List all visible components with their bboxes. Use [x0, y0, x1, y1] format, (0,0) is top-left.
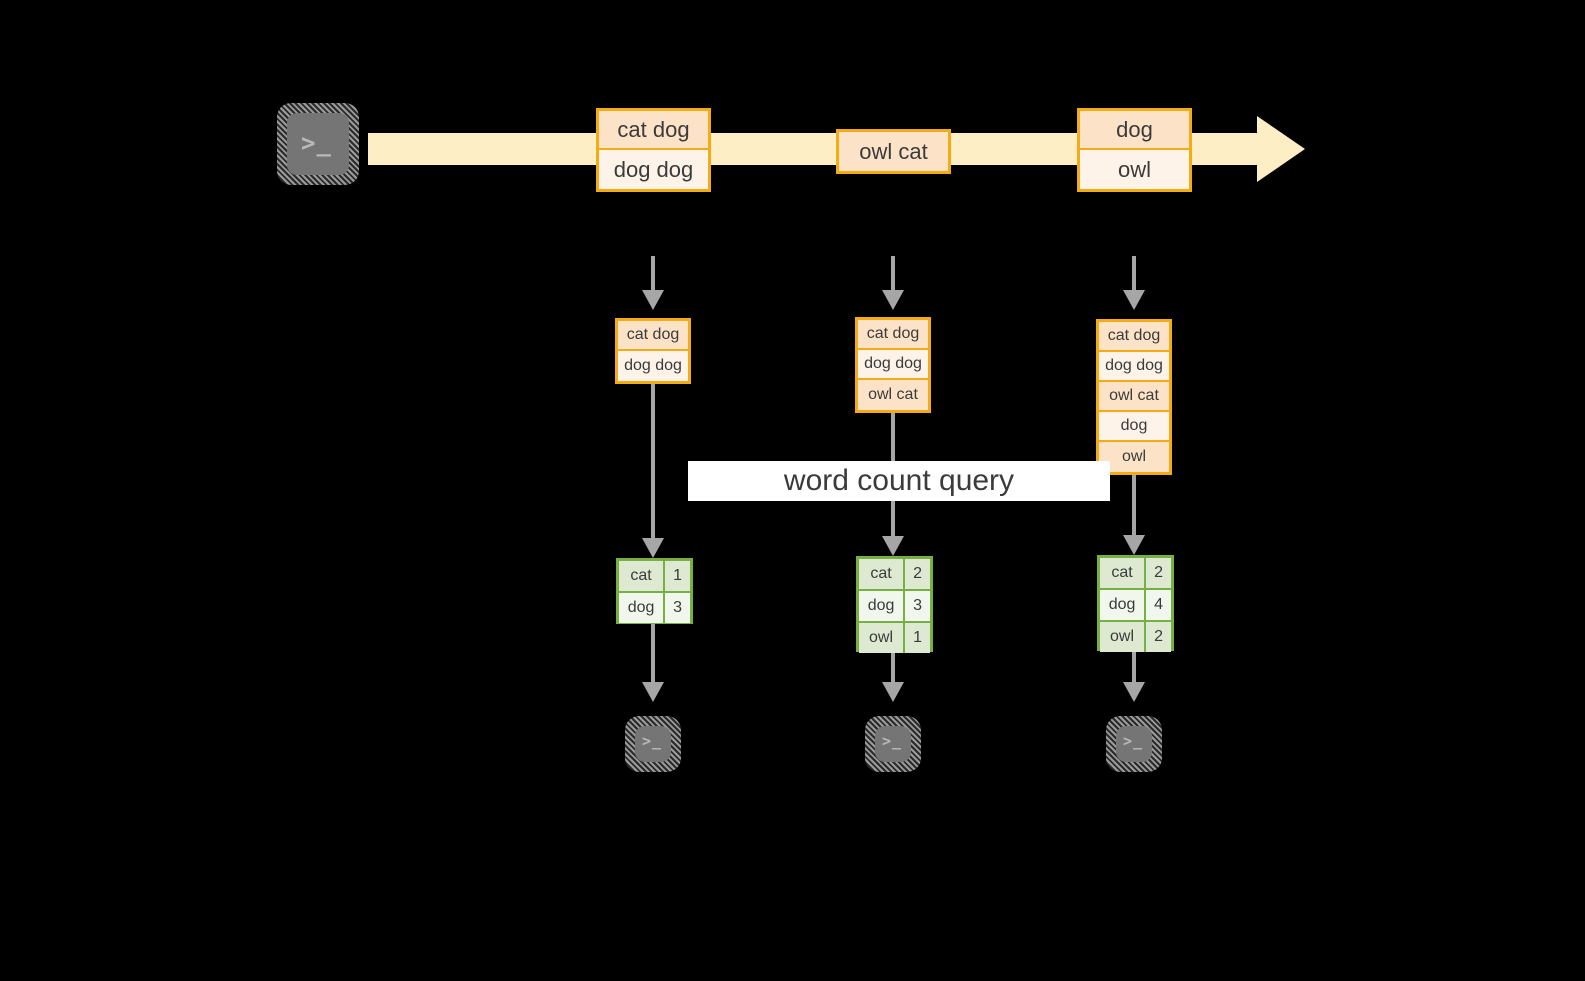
word-count-query-text: word count query [783, 464, 1015, 497]
result-row: cat 1 [619, 561, 690, 593]
snapshot-2-trigger-dash [891, 256, 895, 290]
terminal-prompt-glyph: >_ [301, 129, 332, 157]
snapshot-3-output-arrowhead [1123, 682, 1145, 702]
snapshot-3-query-arrowhead [1123, 535, 1145, 555]
accumulated-event: cat dog [1099, 322, 1169, 352]
result-word: owl [859, 623, 906, 653]
accumulated-event: dog dog [1099, 352, 1169, 382]
snapshot-3-trigger-dash [1132, 256, 1136, 290]
terminal-face [635, 726, 671, 762]
snapshot-3-sink-terminal-icon: >_ [1106, 716, 1162, 772]
snapshot-3-query-line [1132, 475, 1136, 540]
result-count: 2 [1146, 622, 1171, 652]
stream-event-line: owl cat [839, 132, 948, 171]
snapshot-1-trigger-arrowhead [642, 290, 664, 310]
snapshot-3-accumulated-events: cat dog dog dog owl cat dog owl [1096, 319, 1172, 475]
result-count: 1 [665, 561, 690, 591]
snapshot-2-sink-terminal-icon: >_ [865, 716, 921, 772]
snapshot-1-trigger-dash [651, 256, 655, 290]
terminal-face [1116, 726, 1152, 762]
snapshot-2-output-line [891, 652, 895, 684]
result-count: 3 [665, 593, 690, 623]
stream-event-line: cat dog [599, 111, 708, 150]
snapshot-2-query-arrowhead [882, 536, 904, 556]
stream-event-line: dog dog [599, 150, 708, 189]
stream-event-batch-1: cat dog dog dog [596, 108, 711, 192]
stream-event-line: owl [1080, 150, 1189, 189]
accumulated-event: dog dog [618, 351, 688, 381]
result-row: dog 4 [1100, 590, 1171, 622]
stream-arrow-head [1257, 116, 1305, 182]
snapshot-2-trigger-arrowhead [882, 290, 904, 310]
snapshot-1-sink-terminal-icon: >_ [625, 716, 681, 772]
result-row: dog 3 [859, 591, 930, 623]
result-count: 2 [905, 559, 930, 589]
result-count: 4 [1146, 590, 1171, 620]
accumulated-event: owl cat [1099, 382, 1169, 412]
stream-event-batch-2: owl cat [836, 129, 951, 174]
snapshot-1-accumulated-events: cat dog dog dog [615, 318, 691, 384]
accumulated-event: cat dog [858, 320, 928, 350]
result-count: 3 [905, 591, 930, 621]
snapshot-3-output-line [1132, 651, 1136, 684]
word-count-query-label: word count query [688, 461, 1110, 501]
snapshot-1-query-line [651, 384, 655, 544]
snapshot-2-output-arrowhead [882, 682, 904, 702]
result-word: owl [1100, 622, 1147, 652]
result-word: cat [859, 559, 906, 589]
result-row: owl 2 [1100, 622, 1171, 652]
snapshot-1-result-table: cat 1 dog 3 [616, 558, 693, 624]
source-terminal-icon: >_ [277, 103, 359, 185]
result-word: dog [859, 591, 906, 621]
terminal-face [287, 113, 349, 175]
snapshot-3-result-table: cat 2 dog 4 owl 2 [1097, 555, 1174, 652]
result-row: cat 2 [859, 559, 930, 591]
accumulated-event: owl [1099, 442, 1169, 472]
accumulated-event: owl cat [858, 380, 928, 410]
result-word: dog [1100, 590, 1147, 620]
accumulated-event: dog [1099, 412, 1169, 442]
snapshot-3-trigger-arrowhead [1123, 290, 1145, 310]
result-row: dog 3 [619, 593, 690, 623]
terminal-face [875, 726, 911, 762]
terminal-prompt-glyph: >_ [1123, 732, 1144, 750]
snapshot-1-output-arrowhead [642, 682, 664, 702]
result-word: dog [619, 593, 666, 623]
terminal-prompt-glyph: >_ [642, 732, 663, 750]
accumulated-event: cat dog [618, 321, 688, 351]
result-word: cat [619, 561, 666, 591]
result-word: cat [1100, 558, 1147, 588]
result-row: cat 2 [1100, 558, 1171, 590]
snapshot-2-result-table: cat 2 dog 3 owl 1 [856, 556, 933, 653]
snapshot-1-query-arrowhead [642, 538, 664, 558]
result-count: 1 [905, 623, 930, 653]
stream-event-batch-3: dog owl [1077, 108, 1192, 192]
terminal-prompt-glyph: >_ [882, 732, 903, 750]
accumulated-event: dog dog [858, 350, 928, 380]
stream-event-line: dog [1080, 111, 1189, 150]
result-count: 2 [1146, 558, 1171, 588]
snapshot-1-output-line [651, 624, 655, 684]
result-row: owl 1 [859, 623, 930, 653]
snapshot-2-accumulated-events: cat dog dog dog owl cat [855, 317, 931, 413]
